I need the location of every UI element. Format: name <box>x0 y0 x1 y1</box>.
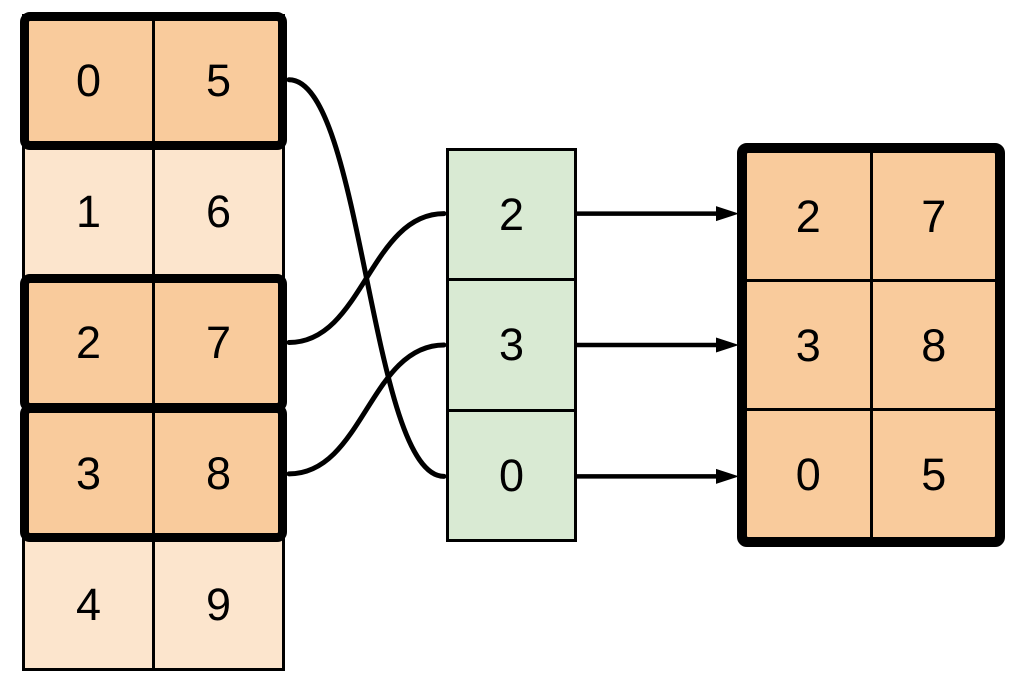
source-cell-r4c0: 4 <box>25 540 152 668</box>
arrowhead-icon <box>716 337 739 353</box>
output-cell-r2c0: 0 <box>747 411 870 537</box>
gather-curve-row2 <box>286 211 447 345</box>
arrowhead-icon <box>716 206 739 222</box>
source-cell-r1c1: 6 <box>155 147 282 276</box>
output-cell-r2c1: 5 <box>872 411 995 537</box>
output-cell-r0c0: 2 <box>747 153 870 279</box>
index-cell-2: 0 <box>449 411 574 539</box>
index-cell-1: 3 <box>449 281 574 409</box>
output-cell-r1c0: 3 <box>747 282 870 408</box>
gather-curve-row3 <box>286 342 447 477</box>
source-cell-r1c0: 1 <box>25 147 152 276</box>
source-cell-r2c1: 7 <box>155 278 282 407</box>
source-cell-r2c0: 2 <box>25 278 152 407</box>
index-cell-0: 2 <box>449 151 574 279</box>
output-cell-r1c1: 8 <box>872 282 995 408</box>
source-cell-r4c1: 9 <box>155 540 282 668</box>
source-cell-r3c1: 8 <box>155 409 282 538</box>
source-cell-r3c0: 3 <box>25 409 152 538</box>
source-cell-r0c0: 0 <box>25 17 152 145</box>
arrowhead-icon <box>716 468 739 484</box>
gather-curve-row0 <box>286 77 447 479</box>
source-cell-r0c1: 5 <box>155 17 282 145</box>
output-cell-r0c1: 7 <box>872 153 995 279</box>
